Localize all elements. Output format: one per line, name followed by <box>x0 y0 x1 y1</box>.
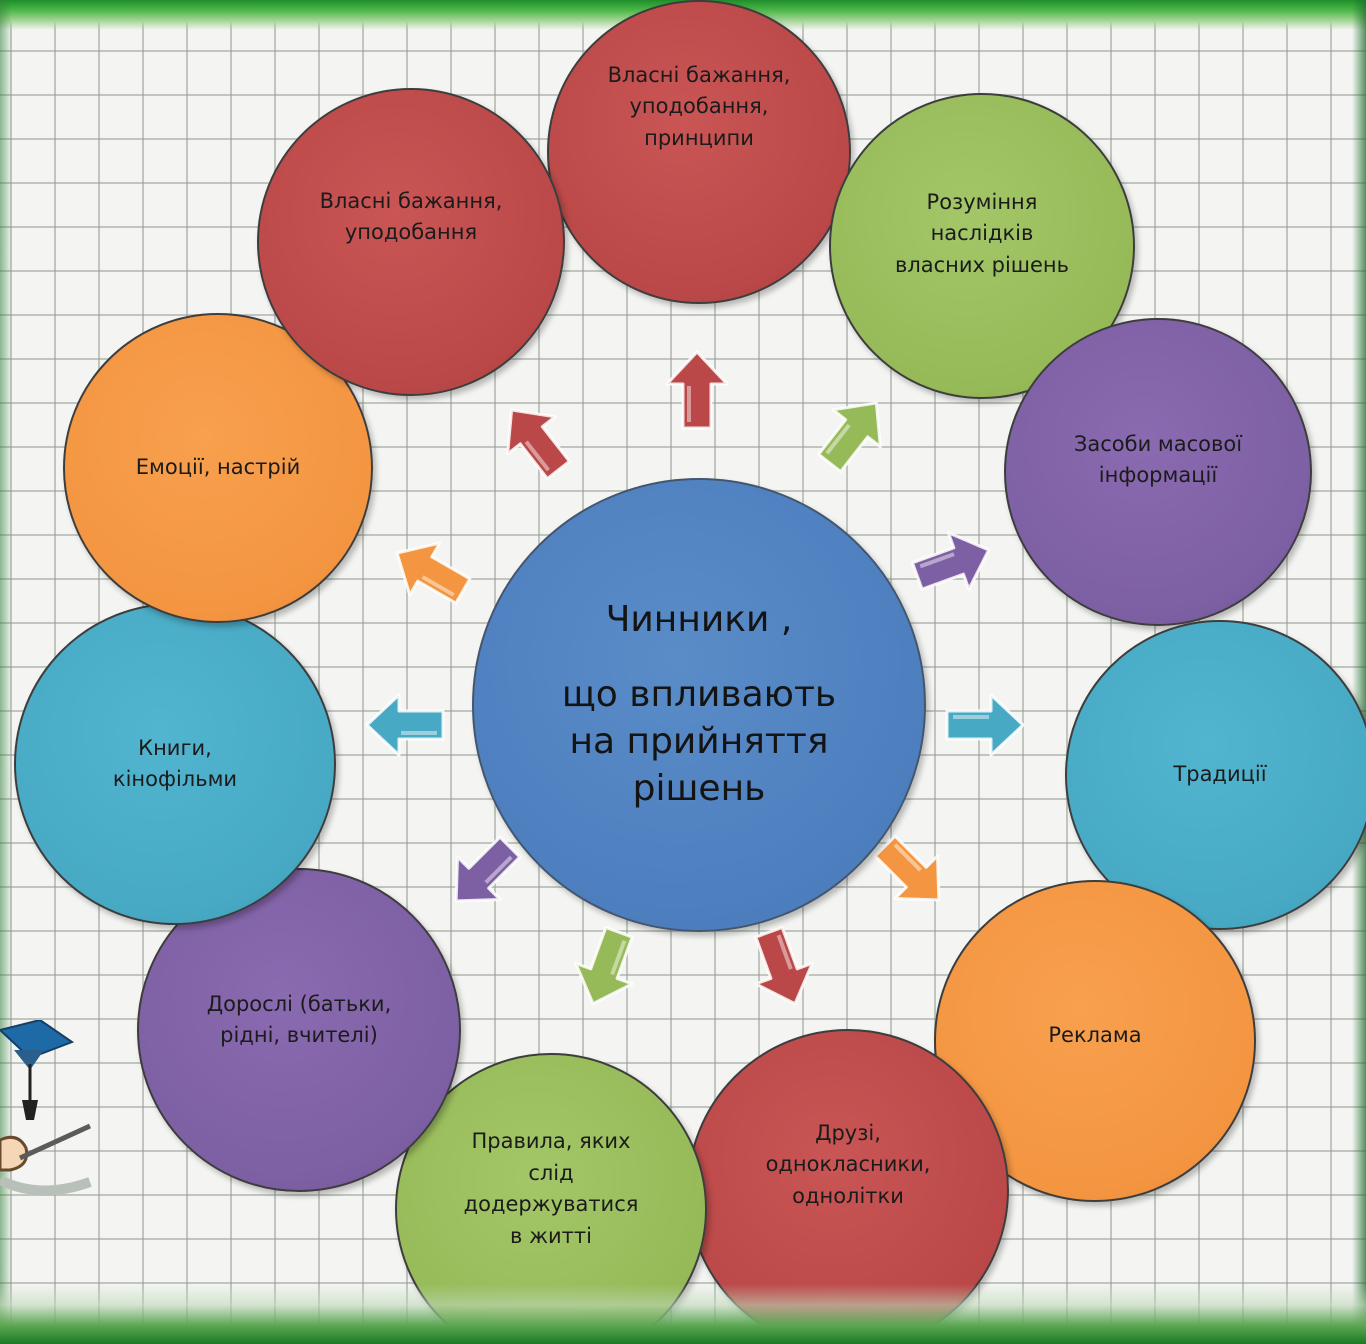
factor-label: Правила, яких слід додержуватися в житті <box>463 1129 639 1248</box>
arrow-icon <box>873 834 941 902</box>
graduation-cap-figure-icon <box>0 1020 92 1196</box>
central-title-line2: що впливають на прийняття рішень <box>561 674 837 809</box>
factor-label: Засоби масової інформації <box>1073 431 1243 488</box>
factor-own-wishes: Власні бажання, уподобання <box>257 88 565 396</box>
arrow-icon <box>395 541 472 605</box>
arrow-icon <box>817 401 882 474</box>
arrow-icon <box>454 835 522 903</box>
factor-label: Друзі, однокласники, однолітки <box>765 1120 931 1208</box>
arrow-icon <box>911 531 991 591</box>
factor-label: Книги, кінофільми <box>112 735 238 792</box>
factor-label: Емоції, настрій <box>135 455 301 480</box>
right-edge-shade <box>1352 0 1366 1344</box>
arrow-icon <box>574 926 634 1006</box>
central-topic-circle: Чинники , що впливають на прийняття ріше… <box>472 478 926 932</box>
factor-books-films: Книги, кінофільми <box>14 603 336 925</box>
factor-label: Реклама <box>1048 1023 1142 1048</box>
factor-own-wishes-principles: Власні бажання, уподобання, принципи <box>547 0 851 304</box>
arrow-icon <box>754 926 814 1006</box>
grass-bottom-border <box>0 1284 1366 1344</box>
factor-mass-media: Засоби масової інформації <box>1004 318 1312 626</box>
arrow-icon <box>665 350 729 430</box>
factor-label: Власні бажання, уподобання, принципи <box>607 62 791 150</box>
factor-label: Власні бажання, уподобання <box>319 188 503 245</box>
central-title-line1: Чинники , <box>605 599 793 641</box>
arrow-icon <box>365 693 445 757</box>
factor-label: Розуміння наслідків власних рішень <box>894 189 1070 277</box>
factor-label: Традиції <box>1173 762 1267 787</box>
arrow-icon <box>945 693 1025 757</box>
factor-label: Дорослі (батьки, рідні, вчителі) <box>206 991 392 1048</box>
left-edge-shade <box>0 0 12 1344</box>
factor-traditions: Традиції <box>1065 620 1366 930</box>
arrow-icon <box>506 408 571 481</box>
